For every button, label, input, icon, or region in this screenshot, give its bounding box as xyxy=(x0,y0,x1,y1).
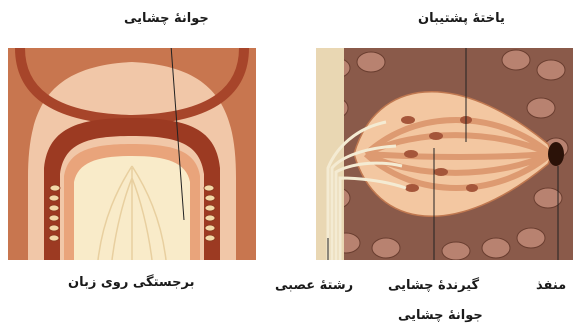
label-pore: منفذ xyxy=(536,278,566,294)
label-nerve-fiber: رشتهٔ عصبی xyxy=(275,278,353,294)
papilla-illustration xyxy=(8,48,256,260)
label-taste-receptor: گیرندهٔ چشایی xyxy=(388,278,479,294)
taste-bud-illustration xyxy=(316,48,573,260)
taste-pore xyxy=(548,142,564,166)
label-supporting-cell: یاختهٔ پشتیبان xyxy=(418,11,505,27)
label-papilla-caption: برجستگی روی زبان xyxy=(68,275,194,291)
label-papilla-taste-bud: جوانهٔ چشایی xyxy=(124,11,209,27)
label-taste-bud-caption: جوانهٔ چشایی xyxy=(398,308,483,324)
